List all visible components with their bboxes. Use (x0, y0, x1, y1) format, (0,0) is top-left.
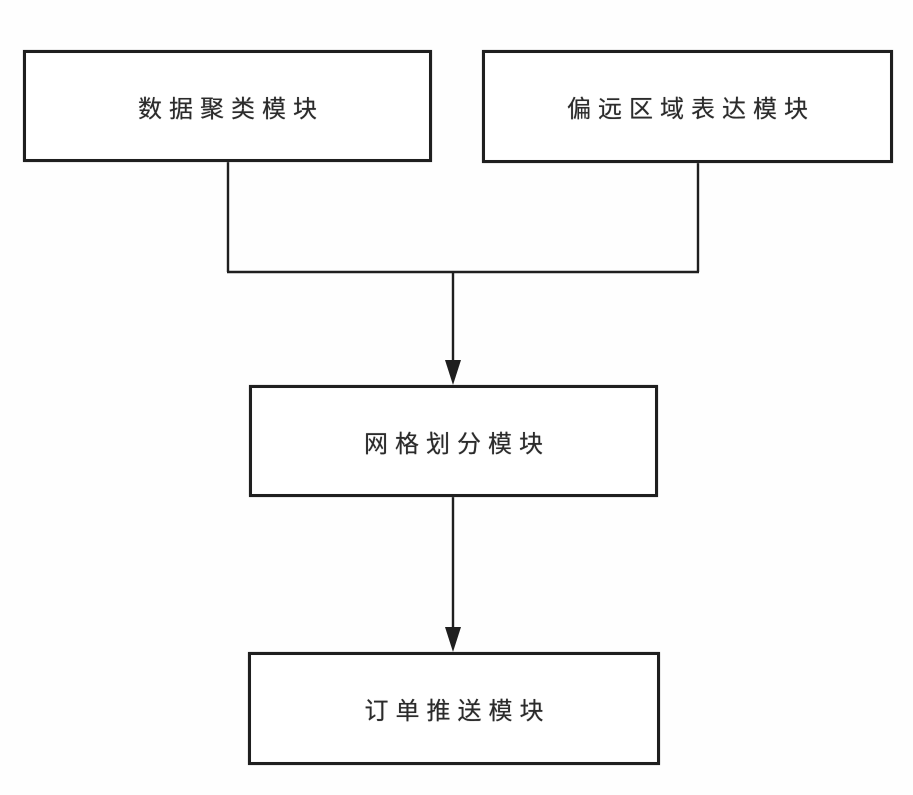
node-order-push-module: 订单推送模块 (248, 652, 660, 765)
node-data-clustering-module: 数据聚类模块 (23, 50, 432, 162)
arrowhead-to-grid (445, 360, 461, 385)
node-grid-division-module: 网格划分模块 (249, 385, 658, 497)
node-label: 订单推送模块 (364, 699, 551, 725)
node-remote-area-expression-module: 偏远区域表达模块 (482, 50, 893, 163)
node-label: 网格划分模块 (364, 431, 550, 458)
node-label: 偏远区域表达模块 (567, 97, 815, 123)
node-label: 数据聚类模块 (138, 96, 324, 123)
arrowhead-to-order (445, 627, 461, 652)
